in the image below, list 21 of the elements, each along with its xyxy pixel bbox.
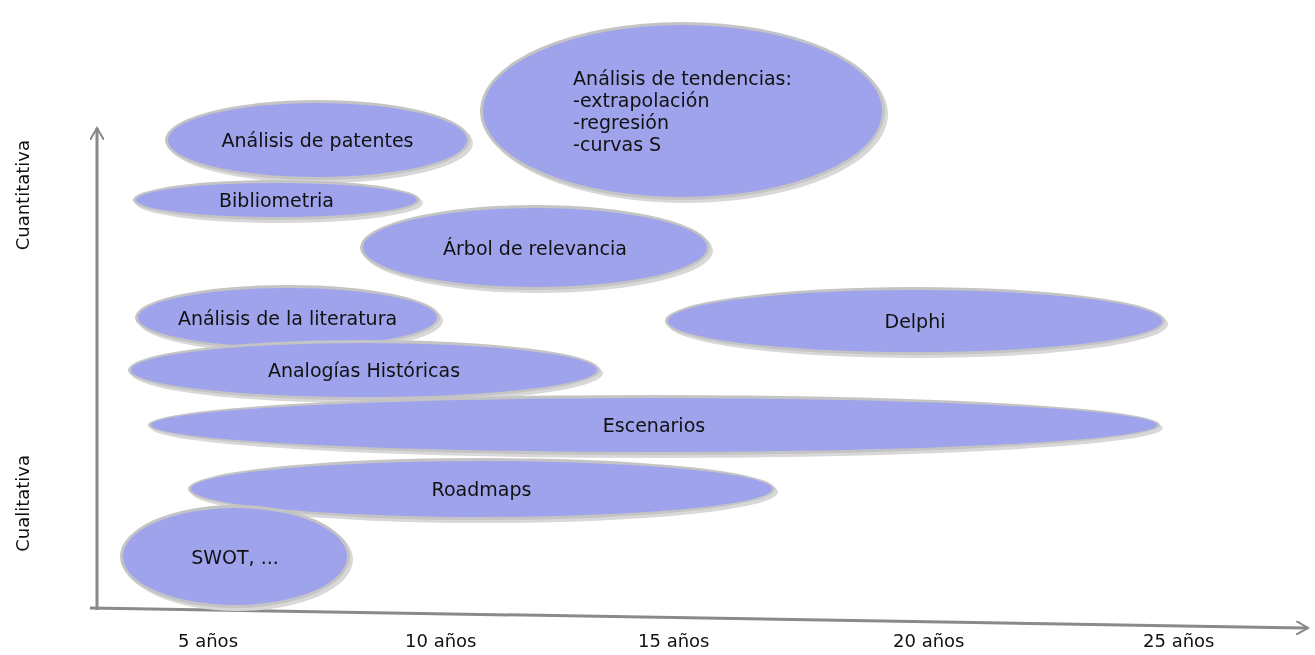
method-label: SWOT, ... (191, 545, 279, 568)
axis-label: Cualitativa (12, 455, 33, 552)
list-item: -extrapolación (573, 89, 710, 111)
tick-label: 15 años (638, 630, 710, 651)
method-label: Delphi (884, 310, 946, 332)
method-label: Roadmaps (431, 478, 532, 500)
tick-label: 25 años (1143, 630, 1215, 651)
method-heading: Análisis de tendencias: (573, 67, 792, 89)
method-ellipse (133, 180, 420, 220)
list-item: -curvas S (573, 133, 662, 155)
method-label: Análisis de la literatura (177, 306, 398, 329)
tick-label: 5 años (178, 630, 238, 651)
tick-label: 10 años (405, 630, 477, 651)
method-label: Analogías Históricas (267, 359, 461, 381)
axis-label: Cuantitativa (12, 140, 33, 251)
list-item: -regresión (573, 111, 670, 133)
method-label: Análisis de patentes (221, 129, 414, 151)
method-label: Bibliometria (219, 189, 334, 211)
tick-label: 20 años (893, 630, 965, 651)
method-label: Árbol de relevancia (443, 236, 627, 259)
method-label: Escenarios (602, 414, 706, 436)
